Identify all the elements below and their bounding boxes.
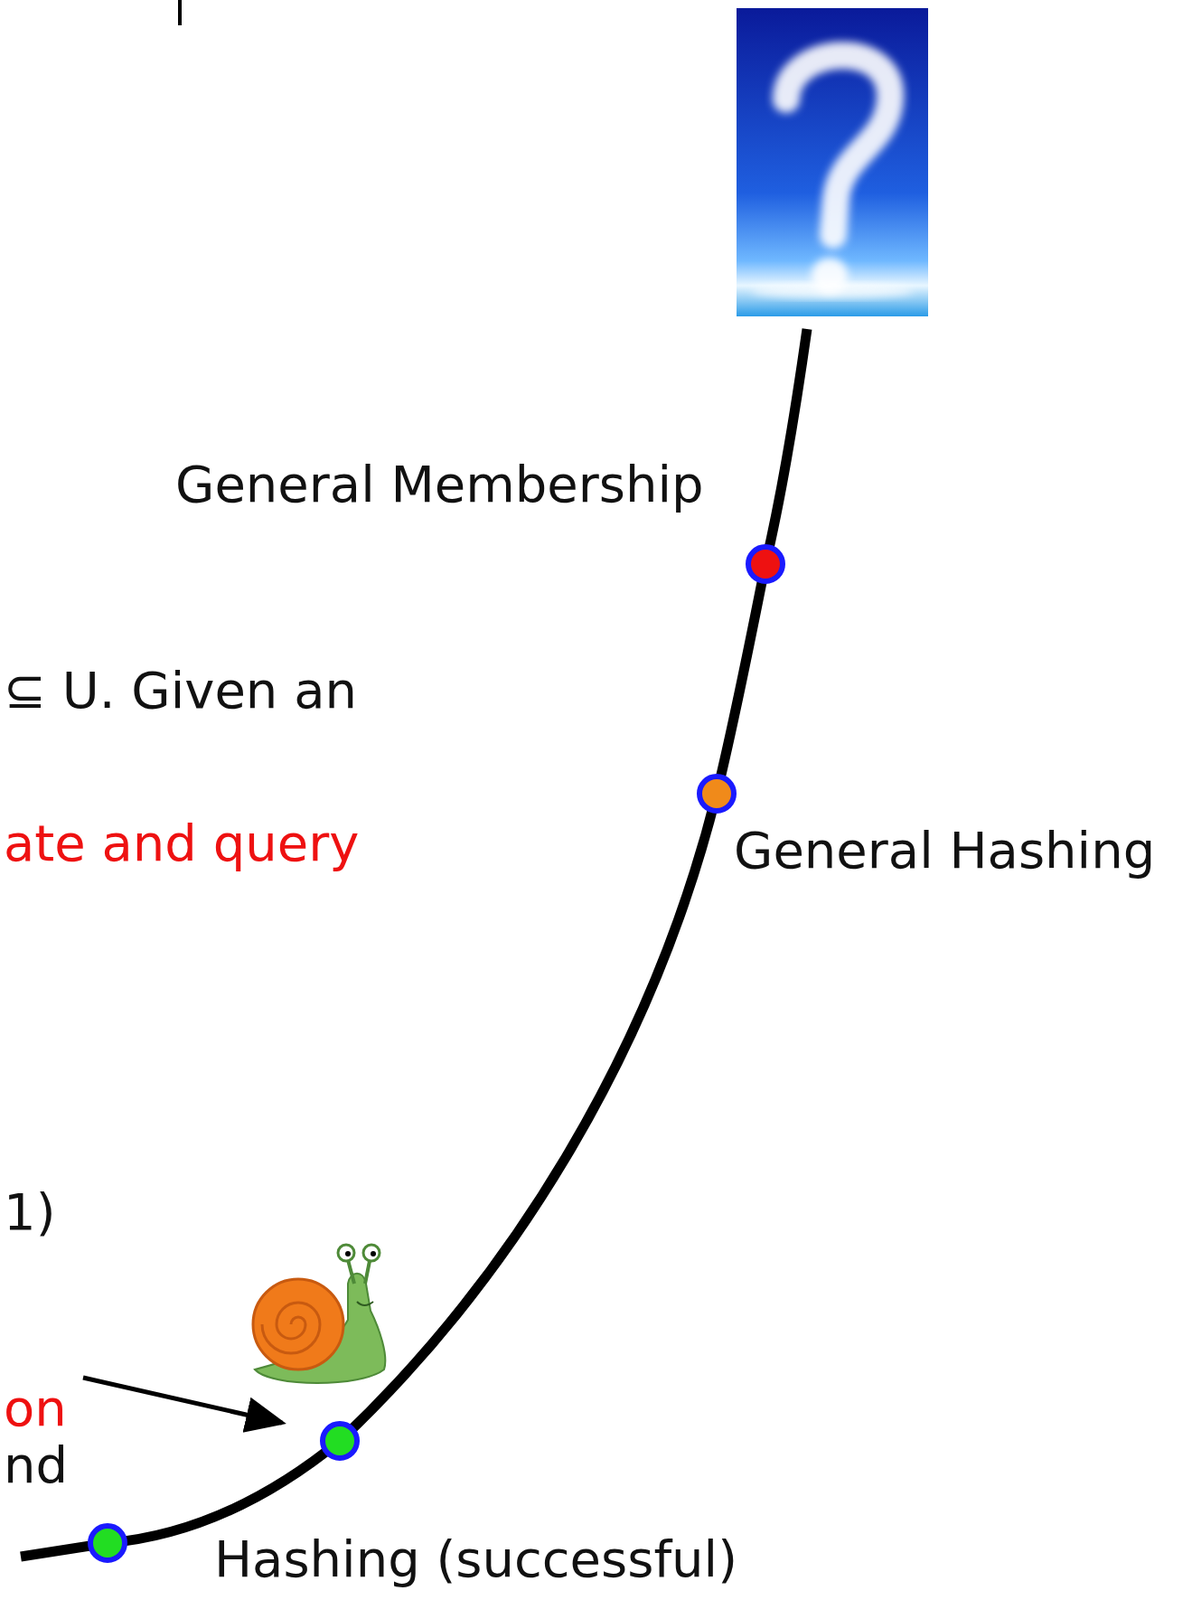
slide-label: nd — [3, 1436, 68, 1493]
slide-label: General Membership — [175, 456, 704, 513]
cut-glyph — [178, 0, 182, 26]
point-dot — [90, 1525, 125, 1560]
slide-label: ate and query — [3, 815, 359, 872]
slide-label: Hashing (successful) — [214, 1530, 738, 1587]
slide-label: 1) — [3, 1183, 56, 1240]
question-picture — [736, 8, 929, 317]
snail-icon — [253, 1244, 385, 1383]
slide-label: General Hashing — [733, 822, 1155, 879]
slide-label: ⊆ U. Given an — [3, 662, 357, 719]
slide-label: on — [3, 1379, 67, 1437]
point-dot — [748, 546, 783, 582]
growth-curve — [20, 328, 808, 1557]
point-dot — [699, 776, 734, 811]
point-dot — [322, 1423, 357, 1458]
pointer-arrow — [83, 1377, 282, 1423]
